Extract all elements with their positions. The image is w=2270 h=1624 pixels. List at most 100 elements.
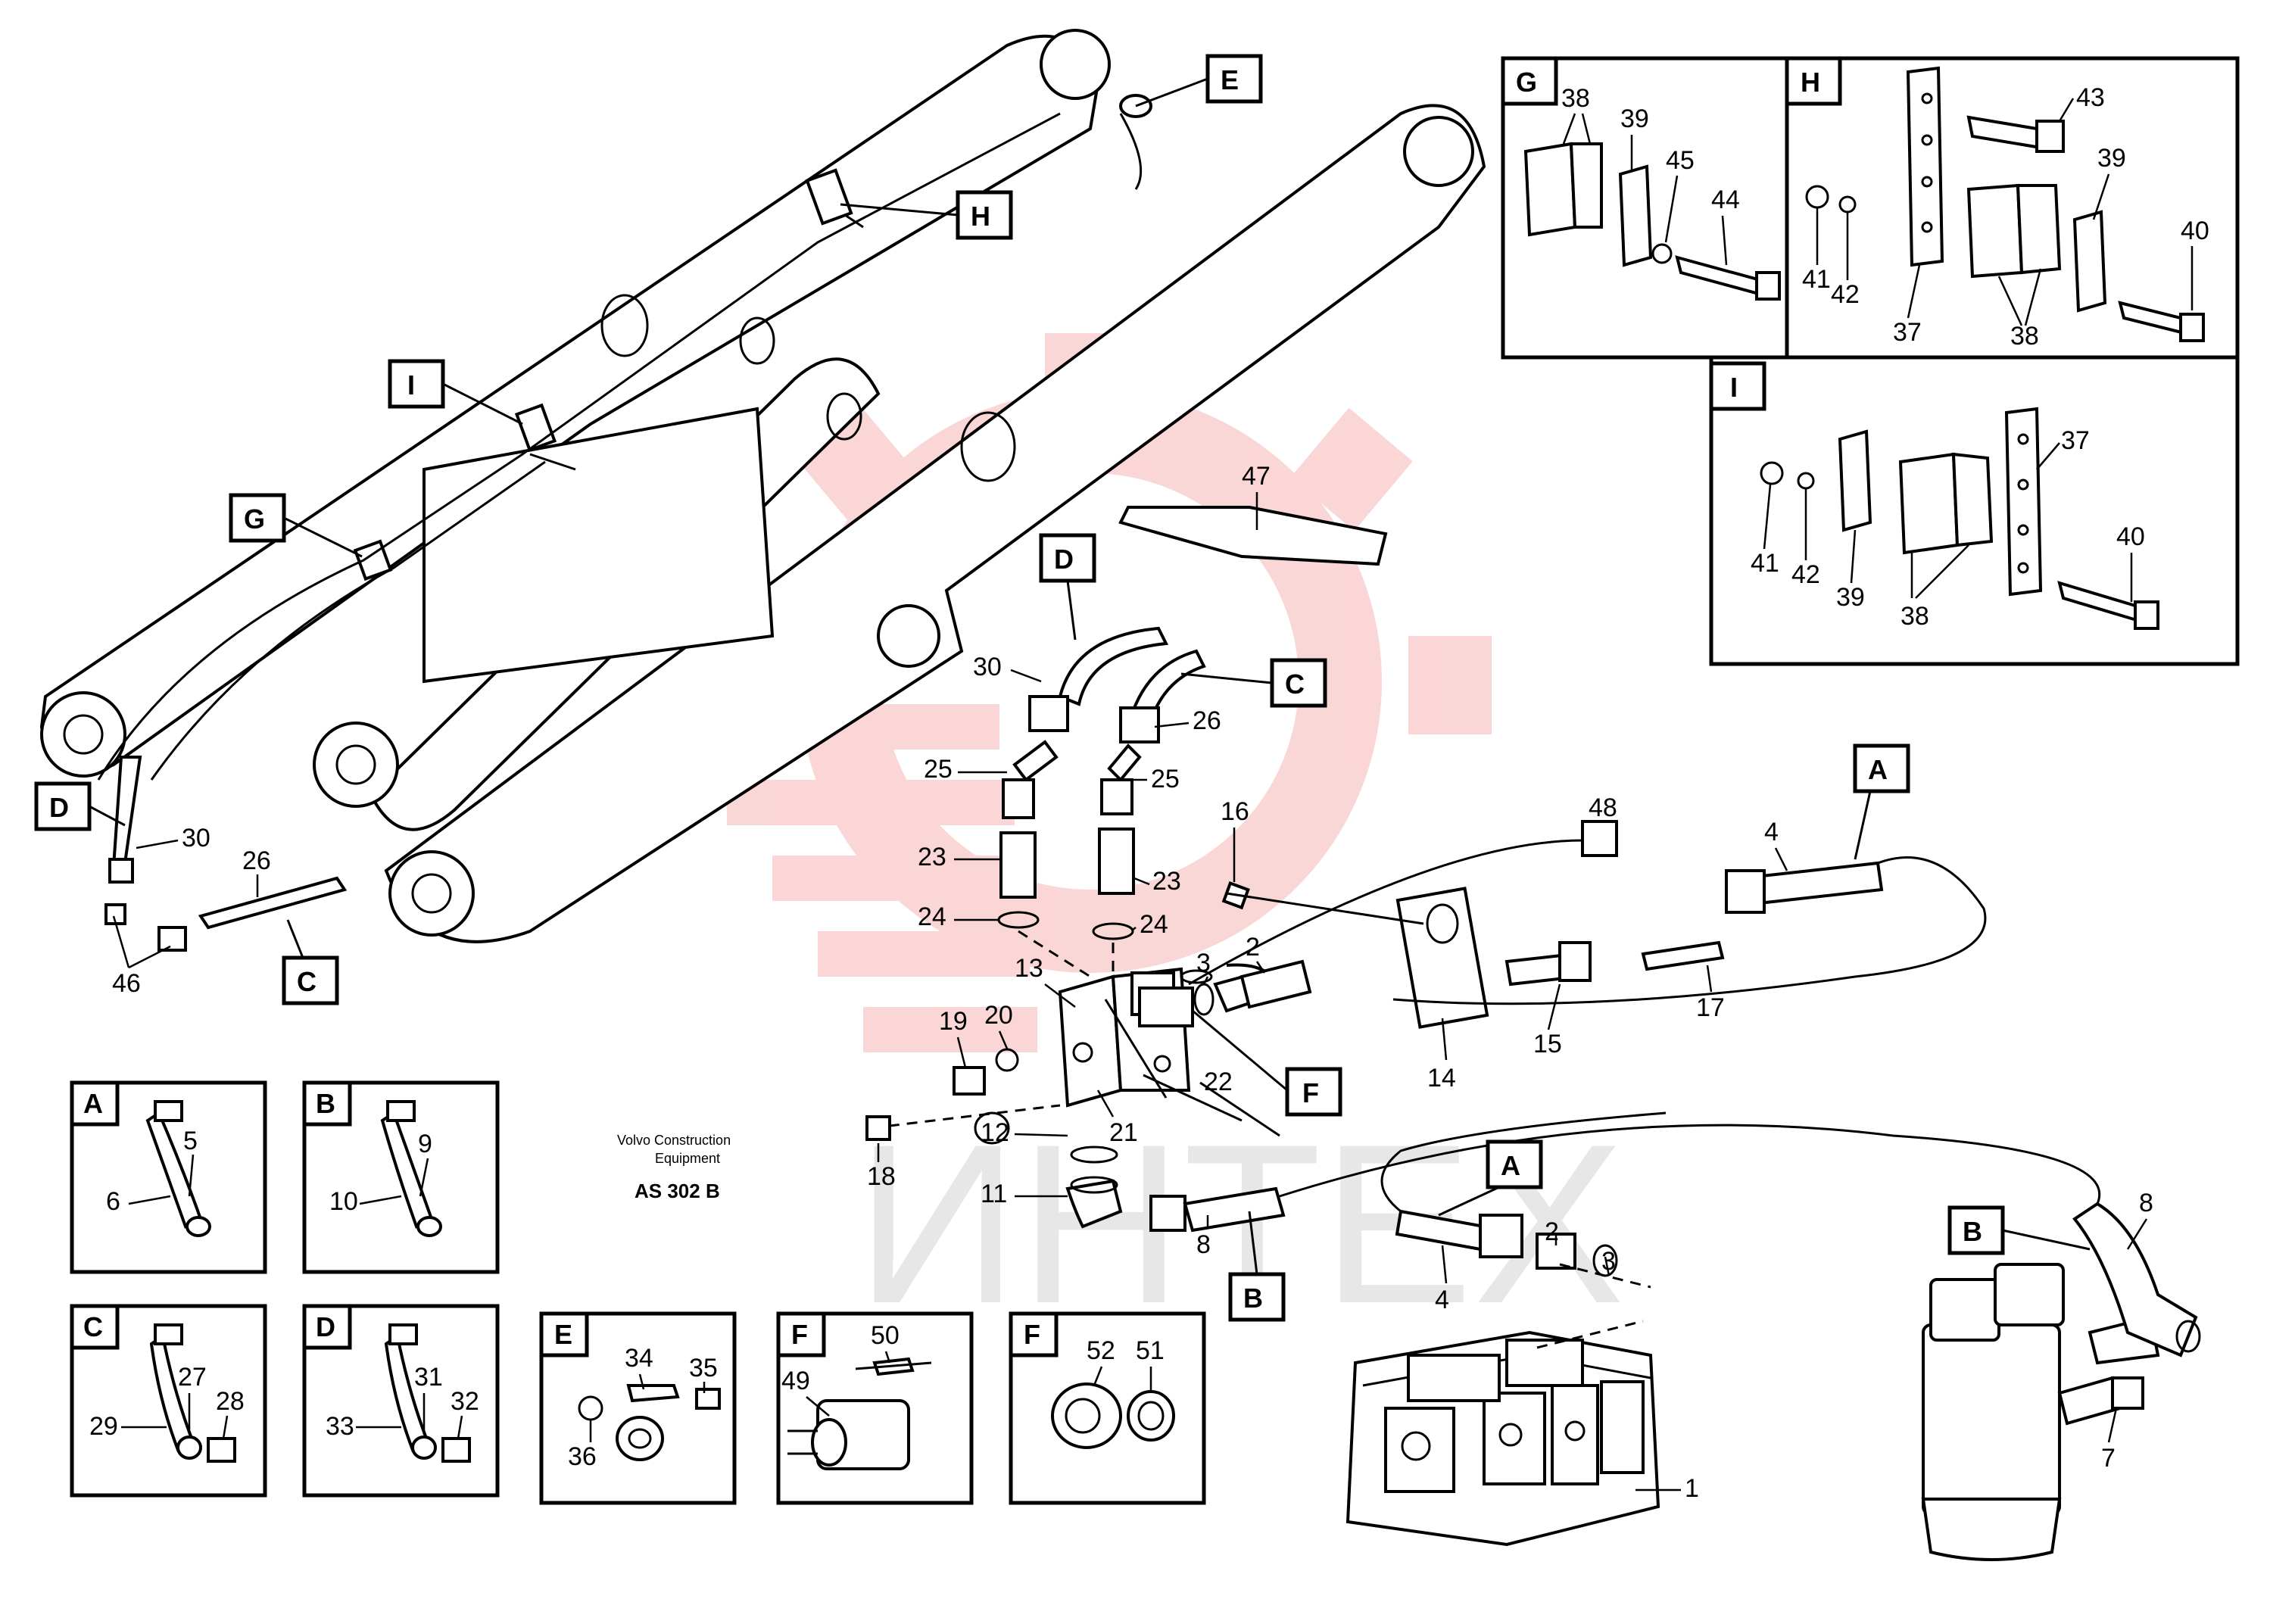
inset-H-38: 38 <box>2010 322 2039 351</box>
tag-E: E <box>1221 64 1239 95</box>
detail-F1-tag: F <box>791 1319 808 1350</box>
detail-C-tag: C <box>83 1311 103 1342</box>
inset-G-38: 38 <box>1561 84 1590 113</box>
inset-G-tag: G <box>1516 67 1537 98</box>
inset-H-41: 41 <box>1802 265 1831 294</box>
tag-B: B <box>1243 1283 1263 1314</box>
tag-B-right: B <box>1963 1216 1982 1247</box>
detail-box-B: B 9 10 <box>302 1080 500 1274</box>
detail-E-35: 35 <box>689 1354 718 1382</box>
pivot-pin-4 <box>1040 29 1111 100</box>
inset-G-39: 39 <box>1620 104 1649 133</box>
pivot-pin-6 <box>877 604 940 668</box>
callout-18: 18 <box>867 1162 896 1191</box>
callout-17: 17 <box>1696 993 1725 1022</box>
detail-C-27: 27 <box>178 1363 207 1392</box>
inset-H-43: 43 <box>2076 83 2105 112</box>
brake-valve-assembly: B 8 7 <box>1921 1189 2201 1561</box>
detail-B-tag: B <box>316 1088 335 1119</box>
detail-box-F1: F 50 49 <box>776 1311 974 1505</box>
detail-A-6: 6 <box>106 1187 120 1216</box>
detail-box-D: D 31 33 32 <box>302 1304 500 1498</box>
callout-11: 11 <box>981 1180 1007 1208</box>
hose-30 <box>1058 626 1169 706</box>
callout-25a: 25 <box>924 755 953 784</box>
callout-8-right: 8 <box>2139 1189 2153 1217</box>
valve-body-7 <box>1922 1323 2061 1516</box>
tag-A: A <box>1868 754 1888 785</box>
clamp-G <box>353 539 393 581</box>
tag-D: D <box>1054 544 1074 575</box>
pivot-pin-2 <box>313 722 399 808</box>
callout-23a: 23 <box>918 843 946 871</box>
callout-2: 2 <box>1246 933 1260 962</box>
valve-assembly <box>870 626 2101 1233</box>
boom-tags: E H I G <box>229 54 1263 558</box>
detail-E-36: 36 <box>568 1442 597 1471</box>
detail-F2-tag: F <box>1024 1319 1040 1350</box>
callout-23b: 23 <box>1152 867 1181 896</box>
boom-assembly <box>39 29 1486 943</box>
left-hose-ends: D C 30 26 46 <box>34 756 348 1005</box>
inset-H-tag: H <box>1801 67 1820 98</box>
inset-I-42: 42 <box>1791 560 1820 589</box>
callout-25b: 25 <box>1151 765 1180 793</box>
callout-48: 48 <box>1589 793 1617 822</box>
tag-D-left: D <box>49 792 69 823</box>
detail-F2-51: 51 <box>1136 1336 1165 1365</box>
central-tags: D C A F B <box>1039 533 1910 1322</box>
callout-19: 19 <box>939 1007 968 1036</box>
maker-line-2: Equipment <box>655 1151 720 1166</box>
detail-B-10: 10 <box>329 1187 358 1216</box>
bracket-14 <box>1395 887 1489 1029</box>
inset-I-41: 41 <box>1751 549 1779 578</box>
inset-I: I 37 40 41 42 39 38 <box>1709 355 2240 666</box>
clamp-H <box>805 168 853 226</box>
callout-30: 30 <box>973 653 1002 681</box>
detail-C-28: 28 <box>216 1387 245 1416</box>
inset-I-37: 37 <box>2061 426 2090 455</box>
tag-A-bottom: A <box>1501 1150 1520 1181</box>
inset-H-37: 37 <box>1893 318 1922 347</box>
tag-H: H <box>971 201 990 232</box>
callout-26b: 26 <box>242 846 271 875</box>
strap-47 <box>1118 506 1388 566</box>
detail-box-A: A 5 6 <box>70 1080 267 1274</box>
hose-8 <box>1183 1186 1286 1233</box>
inset-I-tag: I <box>1730 372 1738 403</box>
pivot-pin-1 <box>40 691 126 778</box>
detail-D-tag: D <box>316 1311 335 1342</box>
callout-22: 22 <box>1204 1068 1233 1096</box>
detail-E-tag: E <box>554 1319 572 1350</box>
callout-4-bottom: 4 <box>1435 1286 1449 1314</box>
callout-7: 7 <box>2101 1444 2116 1473</box>
elbow-11 <box>1065 1179 1123 1229</box>
detail-F1-49: 49 <box>781 1367 810 1395</box>
callout-12: 12 <box>981 1118 1009 1147</box>
inset-H: H 43 39 40 41 42 37 38 <box>1785 56 2240 360</box>
boom-crossbeam <box>423 407 775 684</box>
central-callouts: 30 26 25 25 23 23 24 24 16 48 4 2 3 13 1… <box>865 653 1788 1259</box>
callout-30b: 30 <box>182 824 210 853</box>
callout-24b: 24 <box>1140 910 1168 939</box>
inset-G-44: 44 <box>1711 185 1740 214</box>
detail-B-9: 9 <box>418 1130 432 1158</box>
detail-F2-52: 52 <box>1087 1336 1115 1365</box>
callout-47: 47 <box>1242 462 1271 491</box>
tag-C: C <box>1285 669 1305 700</box>
callout-8: 8 <box>1196 1230 1211 1259</box>
inset-I-40: 40 <box>2116 522 2145 551</box>
drawing-note: Volvo Construction Equipment AS 302 B <box>617 1133 731 1202</box>
detail-C-29: 29 <box>89 1412 118 1441</box>
callout-14: 14 <box>1427 1064 1456 1093</box>
callout-13: 13 <box>1015 954 1043 983</box>
callout-3-bottom: 3 <box>1601 1247 1616 1276</box>
callout-3: 3 <box>1196 949 1211 977</box>
inset-H-42: 42 <box>1831 280 1860 309</box>
callout-26: 26 <box>1193 706 1221 735</box>
detail-D-31: 31 <box>414 1363 443 1392</box>
detail-box-F2: F 52 51 <box>1009 1311 1206 1505</box>
tag-F: F <box>1302 1077 1319 1108</box>
hose-30-left <box>111 756 142 869</box>
